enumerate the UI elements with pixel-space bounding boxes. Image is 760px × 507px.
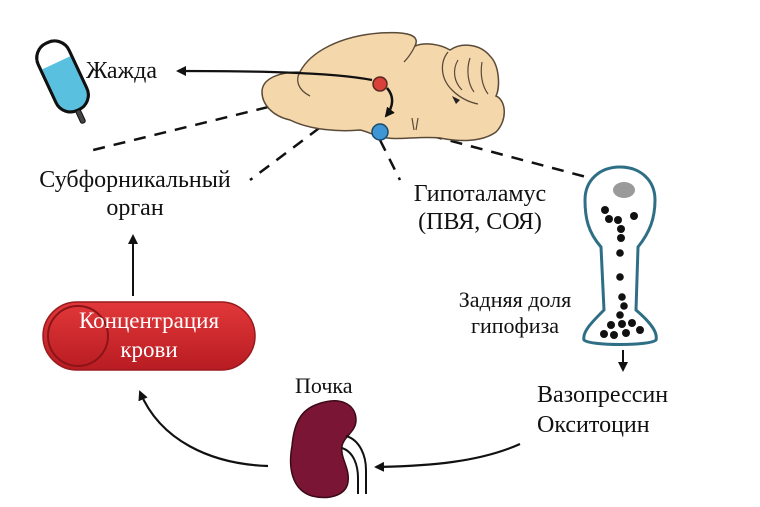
label-thirst: Жажда xyxy=(86,58,158,84)
neurosecretory-neuron-icon xyxy=(582,165,658,346)
water-bottle-icon xyxy=(35,39,90,124)
red-nucleus-marker xyxy=(372,76,388,92)
label-posterior-pituitary: Задняя доля гипофиза xyxy=(440,287,590,339)
arrow-to-thirst xyxy=(176,66,373,82)
label-oxytocin: Окситоцин xyxy=(537,412,650,438)
label-vasopressin: Вазопрессин xyxy=(537,382,669,408)
label-blood-line2: крови xyxy=(120,337,178,362)
label-hypothalamus: Гипоталамус (ПВЯ, СОЯ) xyxy=(385,180,575,236)
kidney-icon xyxy=(289,400,367,499)
nucleus-arrow xyxy=(384,87,395,118)
dashed-line-to-hypothalamus xyxy=(378,139,402,181)
arrow-to-kidney xyxy=(374,442,521,472)
label-subfornical-line2: орган xyxy=(106,195,164,221)
label-hormones: Вазопрессин Окситоцин xyxy=(537,380,668,440)
blue-nucleus-marker xyxy=(371,123,389,141)
label-blood-concentration: Концентрация крови xyxy=(43,306,255,364)
label-subfornical-line1: Субфорникальный xyxy=(39,167,231,193)
arrow-to-blood-concentration xyxy=(138,390,269,468)
label-subfornical-organ: Субфорникальный орган xyxy=(10,166,260,222)
label-kidney: Почка xyxy=(295,373,353,398)
label-posterior-pituitary-line1: Задняя доля xyxy=(458,287,572,312)
label-hypothalamus-line2: (ПВЯ, СОЯ) xyxy=(418,209,542,235)
label-blood-line1: Концентрация xyxy=(78,308,220,333)
label-hypothalamus-line1: Гипоталамус xyxy=(413,181,547,207)
label-posterior-pituitary-line2: гипофиза xyxy=(470,313,560,338)
blood-concentration-pill xyxy=(42,301,256,371)
